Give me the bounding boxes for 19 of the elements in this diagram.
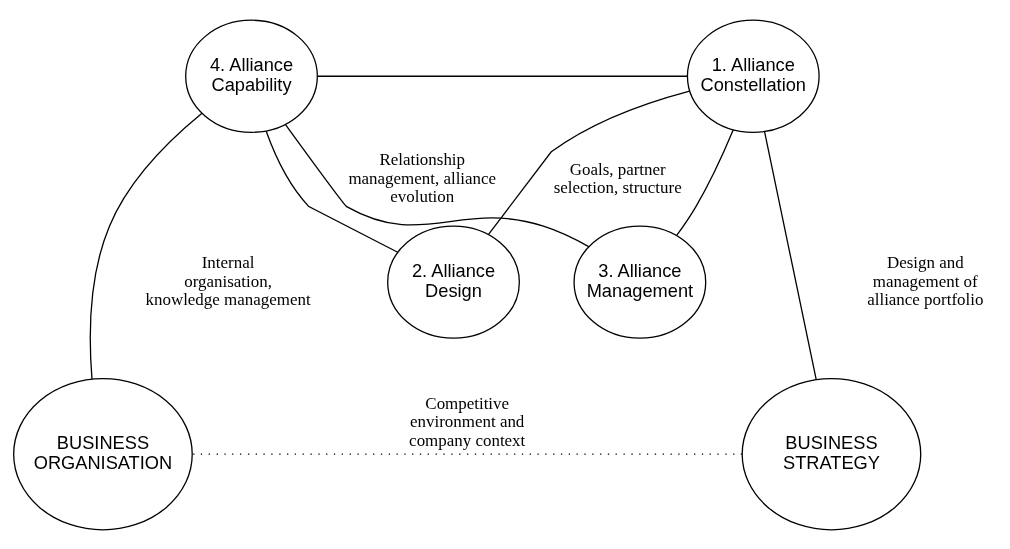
edge-label: Goals, partner selection, structure [553, 159, 682, 197]
connector [284, 123, 590, 247]
node-ellipse: BUSINESS ORGANISATION [13, 377, 193, 530]
node-ellipse: BUSINESS STRATEGY [741, 377, 922, 530]
node-ellipse: 4. Alliance Capability [185, 19, 318, 133]
connector [676, 128, 734, 236]
connector [265, 130, 399, 253]
node-ellipse: 3. Alliance Management [573, 225, 707, 339]
connector [317, 75, 688, 77]
edge-label: Relationship management, alliance evolution [348, 149, 497, 206]
edge-label: Competitive environment and company context [409, 393, 526, 450]
connector [487, 89, 691, 235]
node-ellipse: 1. Alliance Constellation [686, 19, 820, 133]
label: Design and management of alliance portfolio [867, 252, 984, 309]
connector [763, 130, 817, 380]
label: Internal organisation, knowledge management [145, 252, 311, 309]
node-ellipse: 2. Alliance Design [387, 225, 520, 339]
connector [191, 453, 743, 455]
connector [89, 112, 203, 380]
